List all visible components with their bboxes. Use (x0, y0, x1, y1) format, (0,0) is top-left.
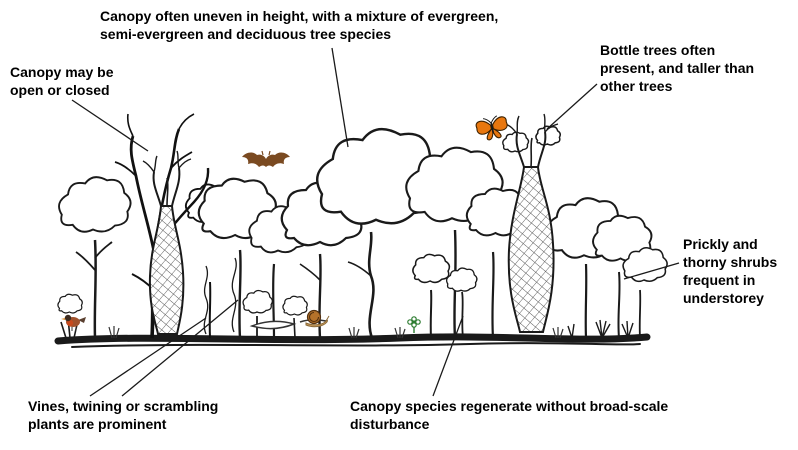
tree-centre-tall (315, 127, 443, 339)
grass-tufts (108, 326, 564, 339)
prickly-shrubs (567, 319, 634, 339)
label-bottle-trees: Bottle trees often present, and taller t… (600, 42, 755, 94)
leader-canopy-uneven (331, 47, 349, 148)
shrub-canopy (57, 293, 83, 314)
butterfly-icon (475, 115, 508, 141)
tree-midleft-2 (248, 205, 311, 339)
tree-left-umbrella (58, 176, 132, 339)
ground-line (54, 333, 651, 348)
sapling-regeneration (445, 267, 478, 339)
label-regeneration: Canopy species regenerate without broad-… (350, 398, 669, 432)
leader-lines (71, 47, 680, 397)
tree-centre-left (280, 181, 365, 339)
label-canopy-uneven: Canopy often uneven in height, with a mi… (100, 8, 499, 42)
canopy (502, 131, 530, 153)
canopy (58, 176, 132, 233)
tree-right-3 (622, 246, 668, 339)
bottle-tree-tall (502, 113, 562, 333)
understorey-tree-2 (282, 295, 308, 339)
canopy (445, 267, 478, 292)
label-vines: Vines, twining or scrambling plants are … (28, 398, 219, 432)
canopy (282, 295, 308, 316)
robin-icon (61, 314, 86, 331)
label-prickly-shrubs: Prickly and thorny shrubs frequent in un… (683, 236, 778, 306)
leader-prickly-shrubs (623, 262, 680, 280)
fallen-log (249, 320, 297, 330)
tree-mid-small (412, 253, 451, 339)
bat-icon (242, 150, 290, 167)
leader-vines-2 (121, 299, 239, 397)
snail-icon (305, 309, 330, 328)
tree-right-2 (592, 214, 653, 339)
canopy (242, 289, 274, 314)
leader-bottle-trees (546, 83, 598, 130)
leader-canopy-open (71, 99, 149, 152)
canopy (412, 253, 451, 284)
bottle-tree-small (142, 150, 192, 335)
flower-icon (407, 316, 421, 333)
understorey-tree-1 (242, 289, 274, 338)
label-canopy-open-closed: Canopy may be open or closed (10, 64, 114, 98)
tree-midleft-1 (197, 177, 277, 339)
leader-vines-1 (89, 317, 207, 397)
vines (203, 257, 237, 335)
leader-regeneration (432, 315, 464, 397)
tree-centre-right-1 (405, 146, 504, 339)
tree-centre-right-2 (465, 187, 529, 339)
tree-right-1 (545, 197, 626, 339)
